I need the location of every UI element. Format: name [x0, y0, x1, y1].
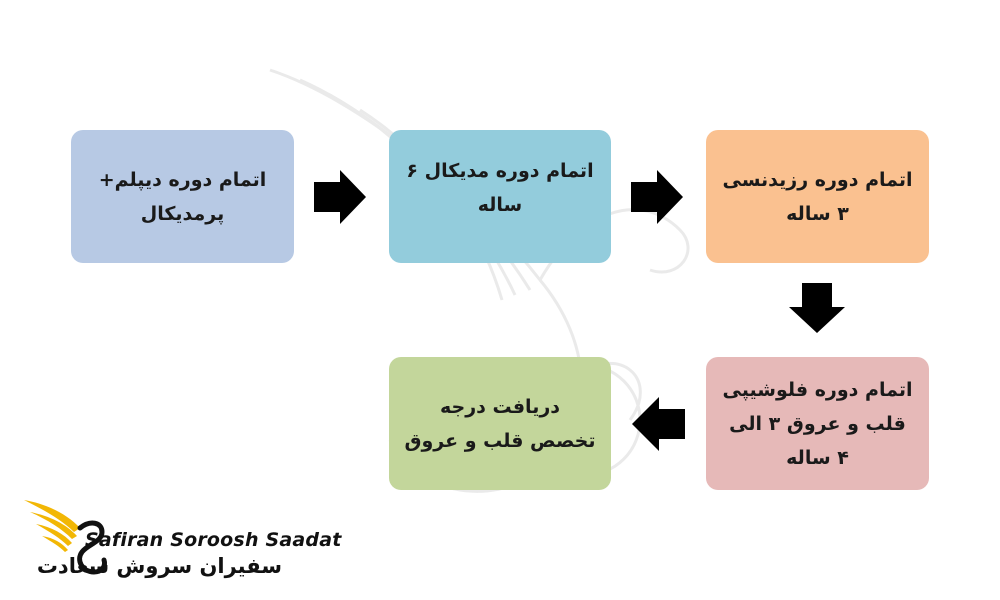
- logo-name-persian: سفیران سروش سعادت: [36, 554, 282, 578]
- step-text: اتمام دوره مدیکال ۶ ساله: [406, 160, 594, 216]
- step-box-medical: اتمام دوره مدیکال ۶ ساله: [389, 130, 611, 263]
- step-text: اتمام دوره دیپلم+ پرمدیکال: [98, 168, 267, 225]
- right-arrow-icon: [631, 170, 683, 224]
- step-box-residency: اتمام دوره رزیدنسی ۳ ساله: [706, 130, 929, 263]
- step-text: دریافت درجه تخصص قلب و عروق: [404, 395, 596, 452]
- step-box-fellowship: اتمام دوره فلوشیپی قلب و عروق ۳ الی ۴ سا…: [706, 357, 929, 490]
- step-box-specialty-degree: دریافت درجه تخصص قلب و عروق: [389, 357, 611, 490]
- down-arrow-icon: [789, 283, 845, 333]
- step-box-diploma-premedical: اتمام دوره دیپلم+ پرمدیکال: [71, 130, 294, 263]
- step-text: اتمام دوره رزیدنسی ۳ ساله: [722, 168, 913, 225]
- right-arrow-icon: [314, 170, 366, 224]
- company-logo-icon: [24, 500, 107, 575]
- logo-name-english: Safiran Soroosh Saadat: [85, 529, 342, 551]
- step-text: اتمام دوره فلوشیپی قلب و عروق ۳ الی ۴ سا…: [722, 378, 913, 469]
- left-arrow-icon: [632, 397, 685, 451]
